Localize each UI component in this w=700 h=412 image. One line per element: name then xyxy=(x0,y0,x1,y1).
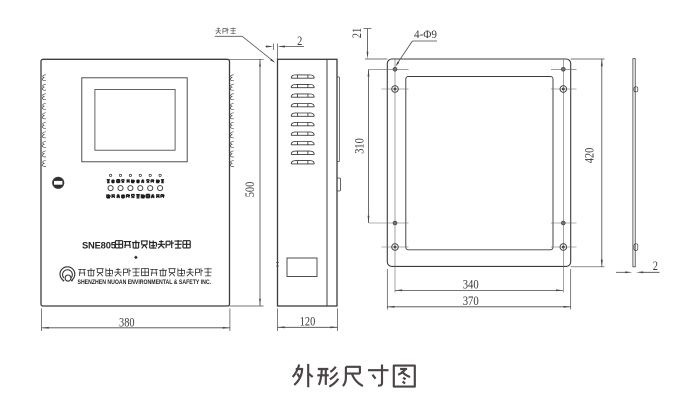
svg-text:420: 420 xyxy=(582,148,597,164)
svg-text:SHENZHEN NUOAN ENVIRONMENTAL &: SHENZHEN NUOAN ENVIRONMENTAL & SAFETY IN… xyxy=(78,279,212,286)
svg-text:500: 500 xyxy=(242,182,257,198)
svg-text:370: 370 xyxy=(463,293,479,308)
svg-text:21: 21 xyxy=(349,28,364,39)
svg-text:120: 120 xyxy=(300,313,316,328)
svg-text:4-Φ9: 4-Φ9 xyxy=(414,27,437,41)
svg-text:380: 380 xyxy=(119,314,135,329)
svg-text:2: 2 xyxy=(653,258,658,273)
svg-text:2: 2 xyxy=(297,33,302,48)
svg-text:SNE805: SNE805 xyxy=(82,239,116,250)
svg-text:310: 310 xyxy=(352,138,367,154)
svg-text:340: 340 xyxy=(463,277,479,292)
